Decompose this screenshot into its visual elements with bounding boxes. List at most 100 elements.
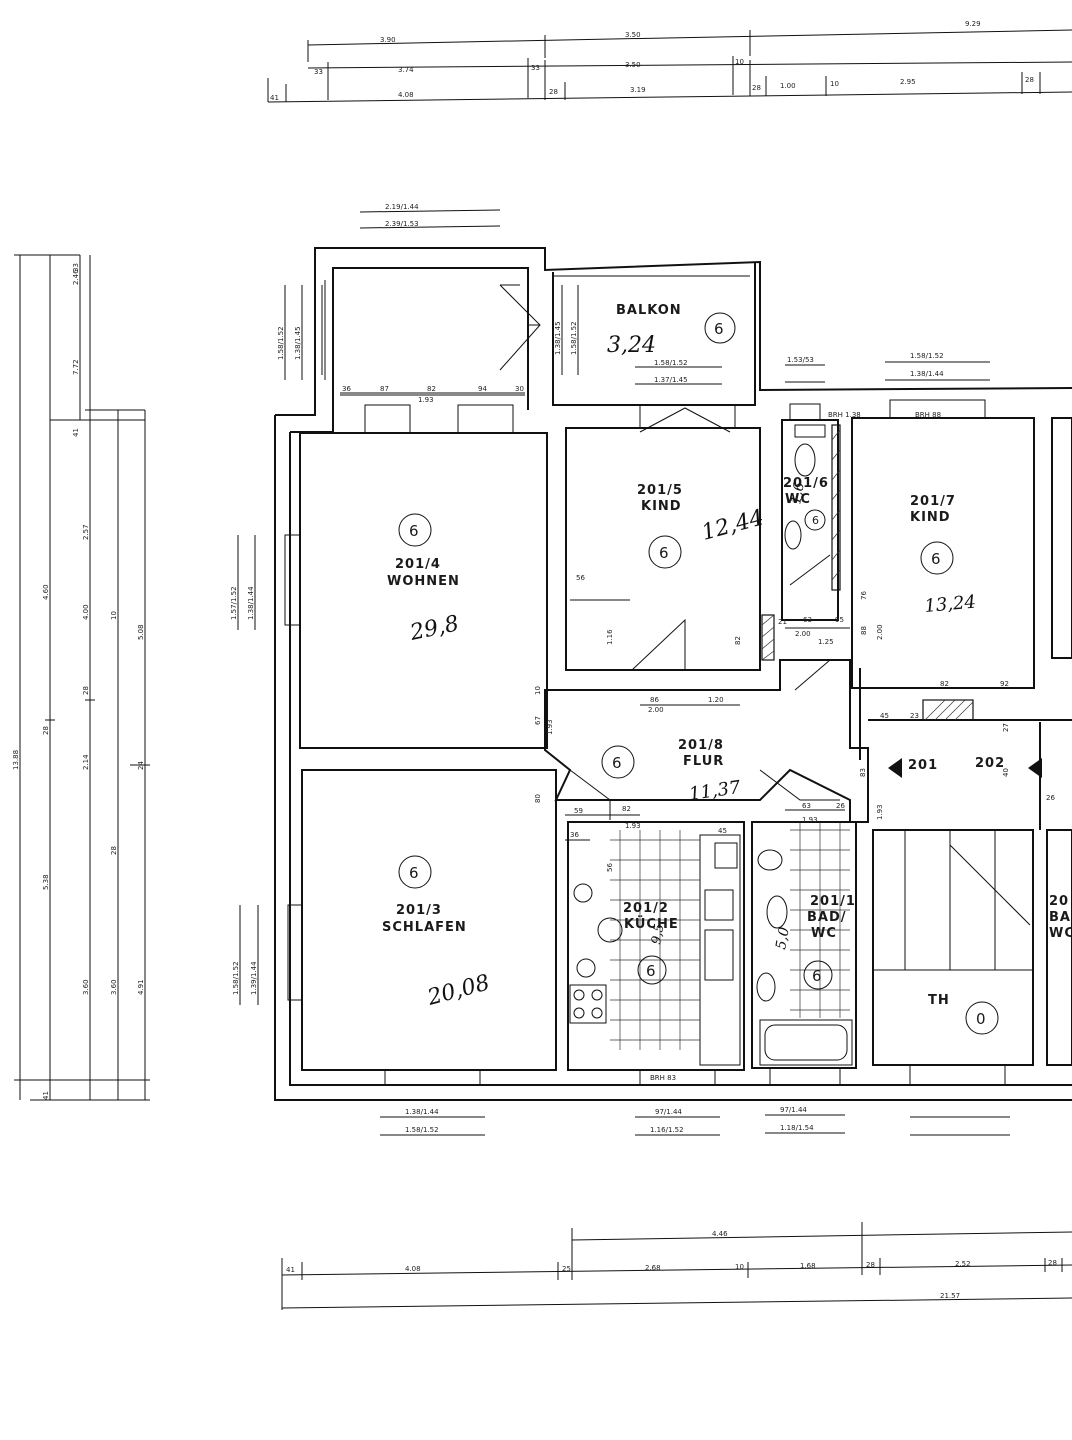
kind5-inner-1: 56 [576, 574, 585, 582]
bad-toilet-icon [766, 895, 788, 929]
dim-bottom-r2-6: 1.68 [800, 1262, 816, 1270]
bad-bottom-2: 1.18/1.54 [780, 1124, 814, 1132]
balkon-side-2: 1.58/1.52 [570, 321, 578, 355]
wc-cistern-icon [794, 424, 826, 438]
wc-name: WC [785, 492, 811, 507]
kind5-name: KIND [641, 499, 682, 514]
kind7-floor-mark: 6 [931, 550, 941, 568]
schlafen-code: 201/3 [396, 903, 442, 918]
detail-dimensions: 2.19/1.44 2.39/1.53 1.58/1.52 1.38/1.45 … [230, 203, 1055, 1136]
dim-bottom-r2-3: 25 [562, 1265, 571, 1273]
flur-inner-7: 1.93 [625, 822, 641, 830]
dim-left-1: 7.72 [72, 359, 80, 375]
dim-top-r2-4: 3.50 [625, 61, 641, 69]
top-dimension-chains: 3.90 3.50 9.29 33 3.74 33 3.50 10 41 4.0… [267, 20, 1072, 103]
bay-bottom-2: 87 [380, 385, 389, 393]
wohnen-floor-mark: 6 [409, 522, 419, 540]
balkon-floor-mark: 6 [714, 320, 724, 338]
balkon-bottom-2: 1.37/1.45 [654, 376, 688, 384]
kueche-inner-2: 56 [606, 863, 614, 872]
dim-bottom-r2-9: 28 [1048, 1259, 1057, 1267]
unit-left: 201 [908, 758, 938, 773]
window-th [909, 1064, 1006, 1086]
bad-name: BAD/ [807, 910, 847, 925]
dim-bottom-r2-5: 10 [735, 1263, 744, 1271]
window-kueche [639, 1069, 716, 1086]
flur-inner-5: 59 [574, 807, 583, 815]
bay-bottom-3: 82 [427, 385, 436, 393]
wohnen-area: 29,8 [407, 611, 461, 646]
window-bad [769, 1067, 841, 1086]
dim-left-4: 2.57 [82, 524, 90, 540]
window-wohnen [284, 534, 301, 626]
wohnen-side-1: 1.57/1.52 [230, 586, 238, 620]
dim-top-3: 9.29 [965, 20, 981, 28]
schlafen-bottom-1: 1.38/1.44 [405, 1108, 439, 1116]
kueche-inner-1: 36 [570, 831, 579, 839]
schlafen-area: 20,08 [424, 970, 492, 1011]
kueche-area: 9,5 [649, 923, 667, 946]
flur-inner-15: 27 [1002, 723, 1010, 732]
wc-area: 1,6 [788, 481, 808, 506]
dim-top-r2-2: 3.74 [398, 66, 414, 74]
window-kind5 [639, 404, 736, 429]
dim-left-13: 41 [42, 1091, 50, 1100]
drainboard-icon [704, 929, 734, 981]
flur-inner-13: 82 [940, 680, 949, 688]
wc-top-1: 1.53/53 [787, 356, 814, 364]
dim-top-r3-7: 10 [830, 80, 839, 88]
chimney-1 [761, 614, 775, 661]
brh-3: BRH 83 [650, 1074, 676, 1082]
wc-inner-3: 95 [835, 616, 844, 624]
flur-inner-9: 26 [836, 802, 845, 810]
wc-room [781, 419, 839, 621]
dim-left-3: 4.60 [42, 584, 50, 600]
next-room-lower [1046, 829, 1072, 1066]
bay-top-2: 2.39/1.53 [385, 220, 419, 228]
balkon-side-1: 1.38/1.45 [554, 321, 562, 355]
bay-bottom-6: 1.93 [418, 396, 434, 404]
kind5-inner-5: 1.20 [708, 696, 724, 704]
kind7-top-1: 1.58/1.52 [910, 352, 944, 360]
dim-top-r3-4: 3.19 [630, 86, 646, 94]
dim-top-r3-9: 28 [1025, 76, 1034, 84]
dim-top-1: 3.90 [380, 36, 396, 44]
schlafen-bottom-2: 1.58/1.52 [405, 1126, 439, 1134]
balkon-name: BALKON [616, 303, 682, 318]
schlafen-floor-mark: 6 [409, 864, 419, 882]
dim-top-r3-6: 1.00 [780, 82, 796, 90]
kueche-inner-3: 45 [718, 827, 727, 835]
dim-left-14: 28 [42, 726, 50, 735]
flur-inner-16: 83 [859, 768, 867, 777]
wohnen-side-2: 1.38/1.44 [247, 586, 255, 620]
left-dimension-chains: 7.72 2.46 4.60 2.57 4.00 5.08 2.14 5.38 … [12, 254, 150, 1101]
window-kind7 [889, 399, 986, 419]
sink-icon [704, 889, 734, 921]
dim-top-r2-3: 33 [531, 64, 540, 72]
flur-room [544, 659, 869, 823]
dim-top-r3-5: 28 [752, 84, 761, 92]
bay-side-2: 1.38/1.45 [294, 326, 302, 360]
dim-top-r3-1: 41 [270, 94, 279, 102]
dim-left-16: 28 [82, 686, 90, 695]
wc-floor-mark: 6 [812, 514, 819, 527]
kind5-inner-3: 82 [734, 636, 742, 645]
dim-bottom-total: 21.57 [940, 1292, 960, 1300]
dim-left-17: 28 [110, 846, 118, 855]
door-swings [499, 284, 1042, 971]
kind7-name: KIND [910, 510, 951, 525]
dim-bottom-r2-2: 4.08 [405, 1265, 421, 1273]
flur-inner-18: 40 [1002, 768, 1010, 777]
dim-top-r3-3: 28 [549, 88, 558, 96]
dim-left-5: 4.00 [82, 604, 90, 620]
next-code: 20 [1049, 894, 1069, 909]
flur-inner-11: 45 [880, 712, 889, 720]
door-bay-right [457, 404, 514, 434]
wc-inner-6: 88 [860, 626, 868, 635]
dim-left-7: 2.14 [82, 754, 90, 770]
chimney-2 [922, 699, 974, 721]
bad-floor-mark: 6 [812, 967, 822, 985]
wc-inner-7: 2.00 [876, 624, 884, 640]
dim-left-2: 2.46 [72, 269, 80, 285]
